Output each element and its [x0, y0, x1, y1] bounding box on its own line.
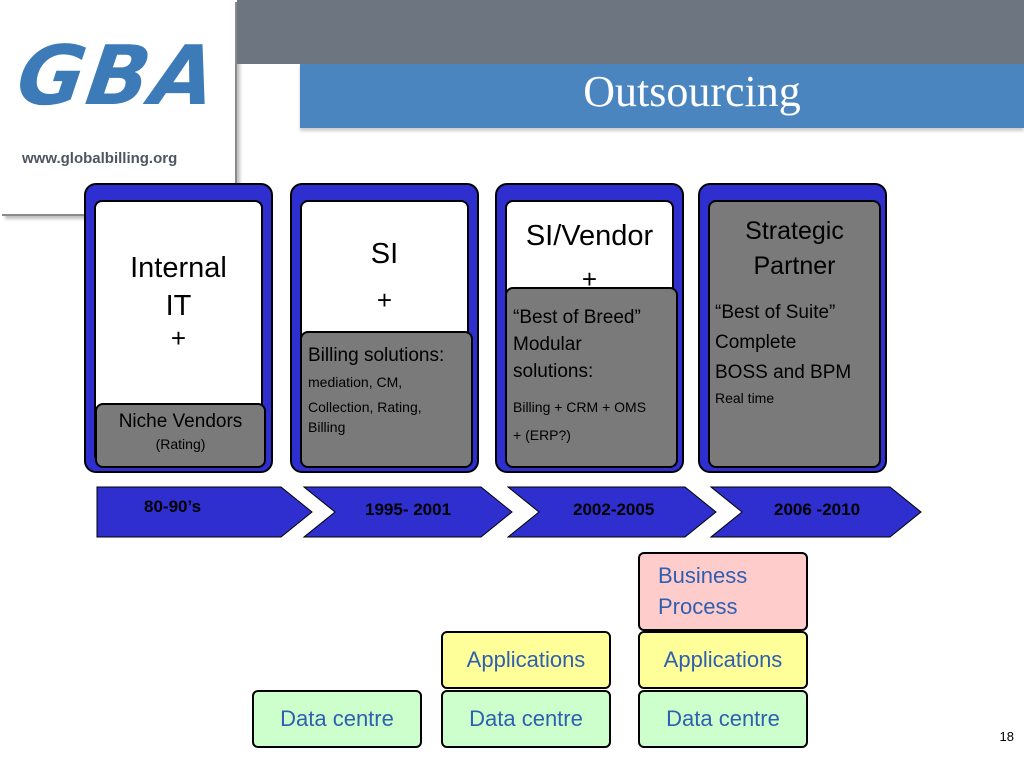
arrow-shape [710, 486, 922, 538]
stage-bottom-line2: (Rating) [155, 436, 206, 452]
block-label: Applications [466, 647, 586, 672]
timeline-arrow-1: 80-90’s [96, 486, 316, 538]
stage-bottom-line2: Complete [715, 332, 797, 353]
block-label: Data centre [280, 706, 394, 731]
data-centre-block-3: Data centre [638, 690, 808, 748]
timeline-arrow-3: 2002-2005 [507, 486, 719, 538]
arrow-shape [507, 486, 717, 538]
timeline-label: 1995- 2001 [365, 500, 452, 519]
applications-block-1: Applications [441, 631, 611, 689]
stage-bottom-line4: Billing [308, 419, 346, 435]
timeline-arrow-4: 2006 -2010 [710, 486, 924, 538]
stage-plus: + [170, 323, 187, 353]
block-label: Applications [663, 647, 783, 672]
stage-title-line1: Internal [130, 252, 227, 284]
stage-title-line2: Partner [753, 252, 836, 280]
stage-bottom-line1: “Best of Suite” [715, 302, 836, 323]
stage-bottom-line3: BOSS and BPM [715, 362, 852, 383]
data-centre-block-1: Data centre [252, 690, 422, 748]
arrow-shape [303, 486, 513, 538]
timeline-arrow-2: 1995- 2001 [303, 486, 515, 538]
block-label-line2: Process [658, 593, 738, 619]
stage-bottom-line1: “Best of Breed” [513, 307, 641, 328]
stage-bottom-panel: Niche Vendors (Rating) [95, 403, 266, 468]
stage-strategic-partner: Strategic Partner “Best of Suite” Comple… [698, 183, 887, 473]
header-gray-bar [237, 0, 1024, 64]
arrow-shape [96, 486, 313, 538]
stage-bottom-line3: Collection, Rating, [308, 399, 422, 415]
timeline-label: 80-90’s [144, 497, 202, 516]
data-centre-block-2: Data centre [441, 690, 611, 748]
timeline-label: 2006 -2010 [774, 500, 861, 519]
stage-si: SI + Billing solutions: mediation, CM, C… [290, 183, 479, 473]
stage-bottom-line2: mediation, CM, [308, 374, 403, 390]
stage-bottom-line5: + (ERP?) [513, 427, 571, 443]
block-label-line1: Business [658, 562, 748, 588]
stage-bottom-line1: Billing solutions: [308, 345, 445, 366]
stage-title-line1: Strategic [745, 217, 844, 245]
stage-bottom-panel: Strategic Partner “Best of Suite” Comple… [708, 200, 881, 468]
stage-internal-it: Internal IT + Niche Vendors (Rating) [84, 183, 273, 473]
stage-plus: + [376, 285, 393, 315]
stage-bottom-line4: Billing + CRM + OMS [513, 399, 647, 415]
stage-plus: + [581, 264, 598, 294]
stage-bottom-line1: Niche Vendors [118, 411, 243, 432]
applications-block-2: Applications [638, 631, 808, 689]
timeline-label: 2002-2005 [573, 500, 655, 519]
stage-title-line1: SI [370, 238, 399, 270]
block-label: Data centre [666, 706, 780, 731]
stage-bottom-line3: solutions: [513, 361, 594, 382]
logo: GBA www.globalbilling.org [2, 2, 237, 216]
stage-bottom-panel: Billing solutions: mediation, CM, Collec… [300, 331, 473, 468]
stage-title-line1: SI/Vendor [525, 220, 654, 252]
stage-title-line2: IT [165, 290, 192, 322]
logo-url: www.globalbilling.org [22, 150, 178, 167]
stage-bottom-panel: “Best of Breed” Modular solutions: Billi… [505, 287, 678, 468]
slide-title: Outsourcing [583, 67, 801, 116]
stage-bottom-line4: Real time [715, 390, 775, 406]
page-number: 18 [999, 729, 1014, 744]
stage-bottom-line2: Modular [513, 334, 582, 355]
header-blue-bar [300, 64, 1024, 128]
stage-si-vendor: SI/Vendor + “Best of Breed” Modular solu… [495, 183, 684, 473]
logo-mark: GBA [11, 29, 225, 124]
block-label: Data centre [469, 706, 583, 731]
business-process-block: Business Process [638, 552, 808, 631]
